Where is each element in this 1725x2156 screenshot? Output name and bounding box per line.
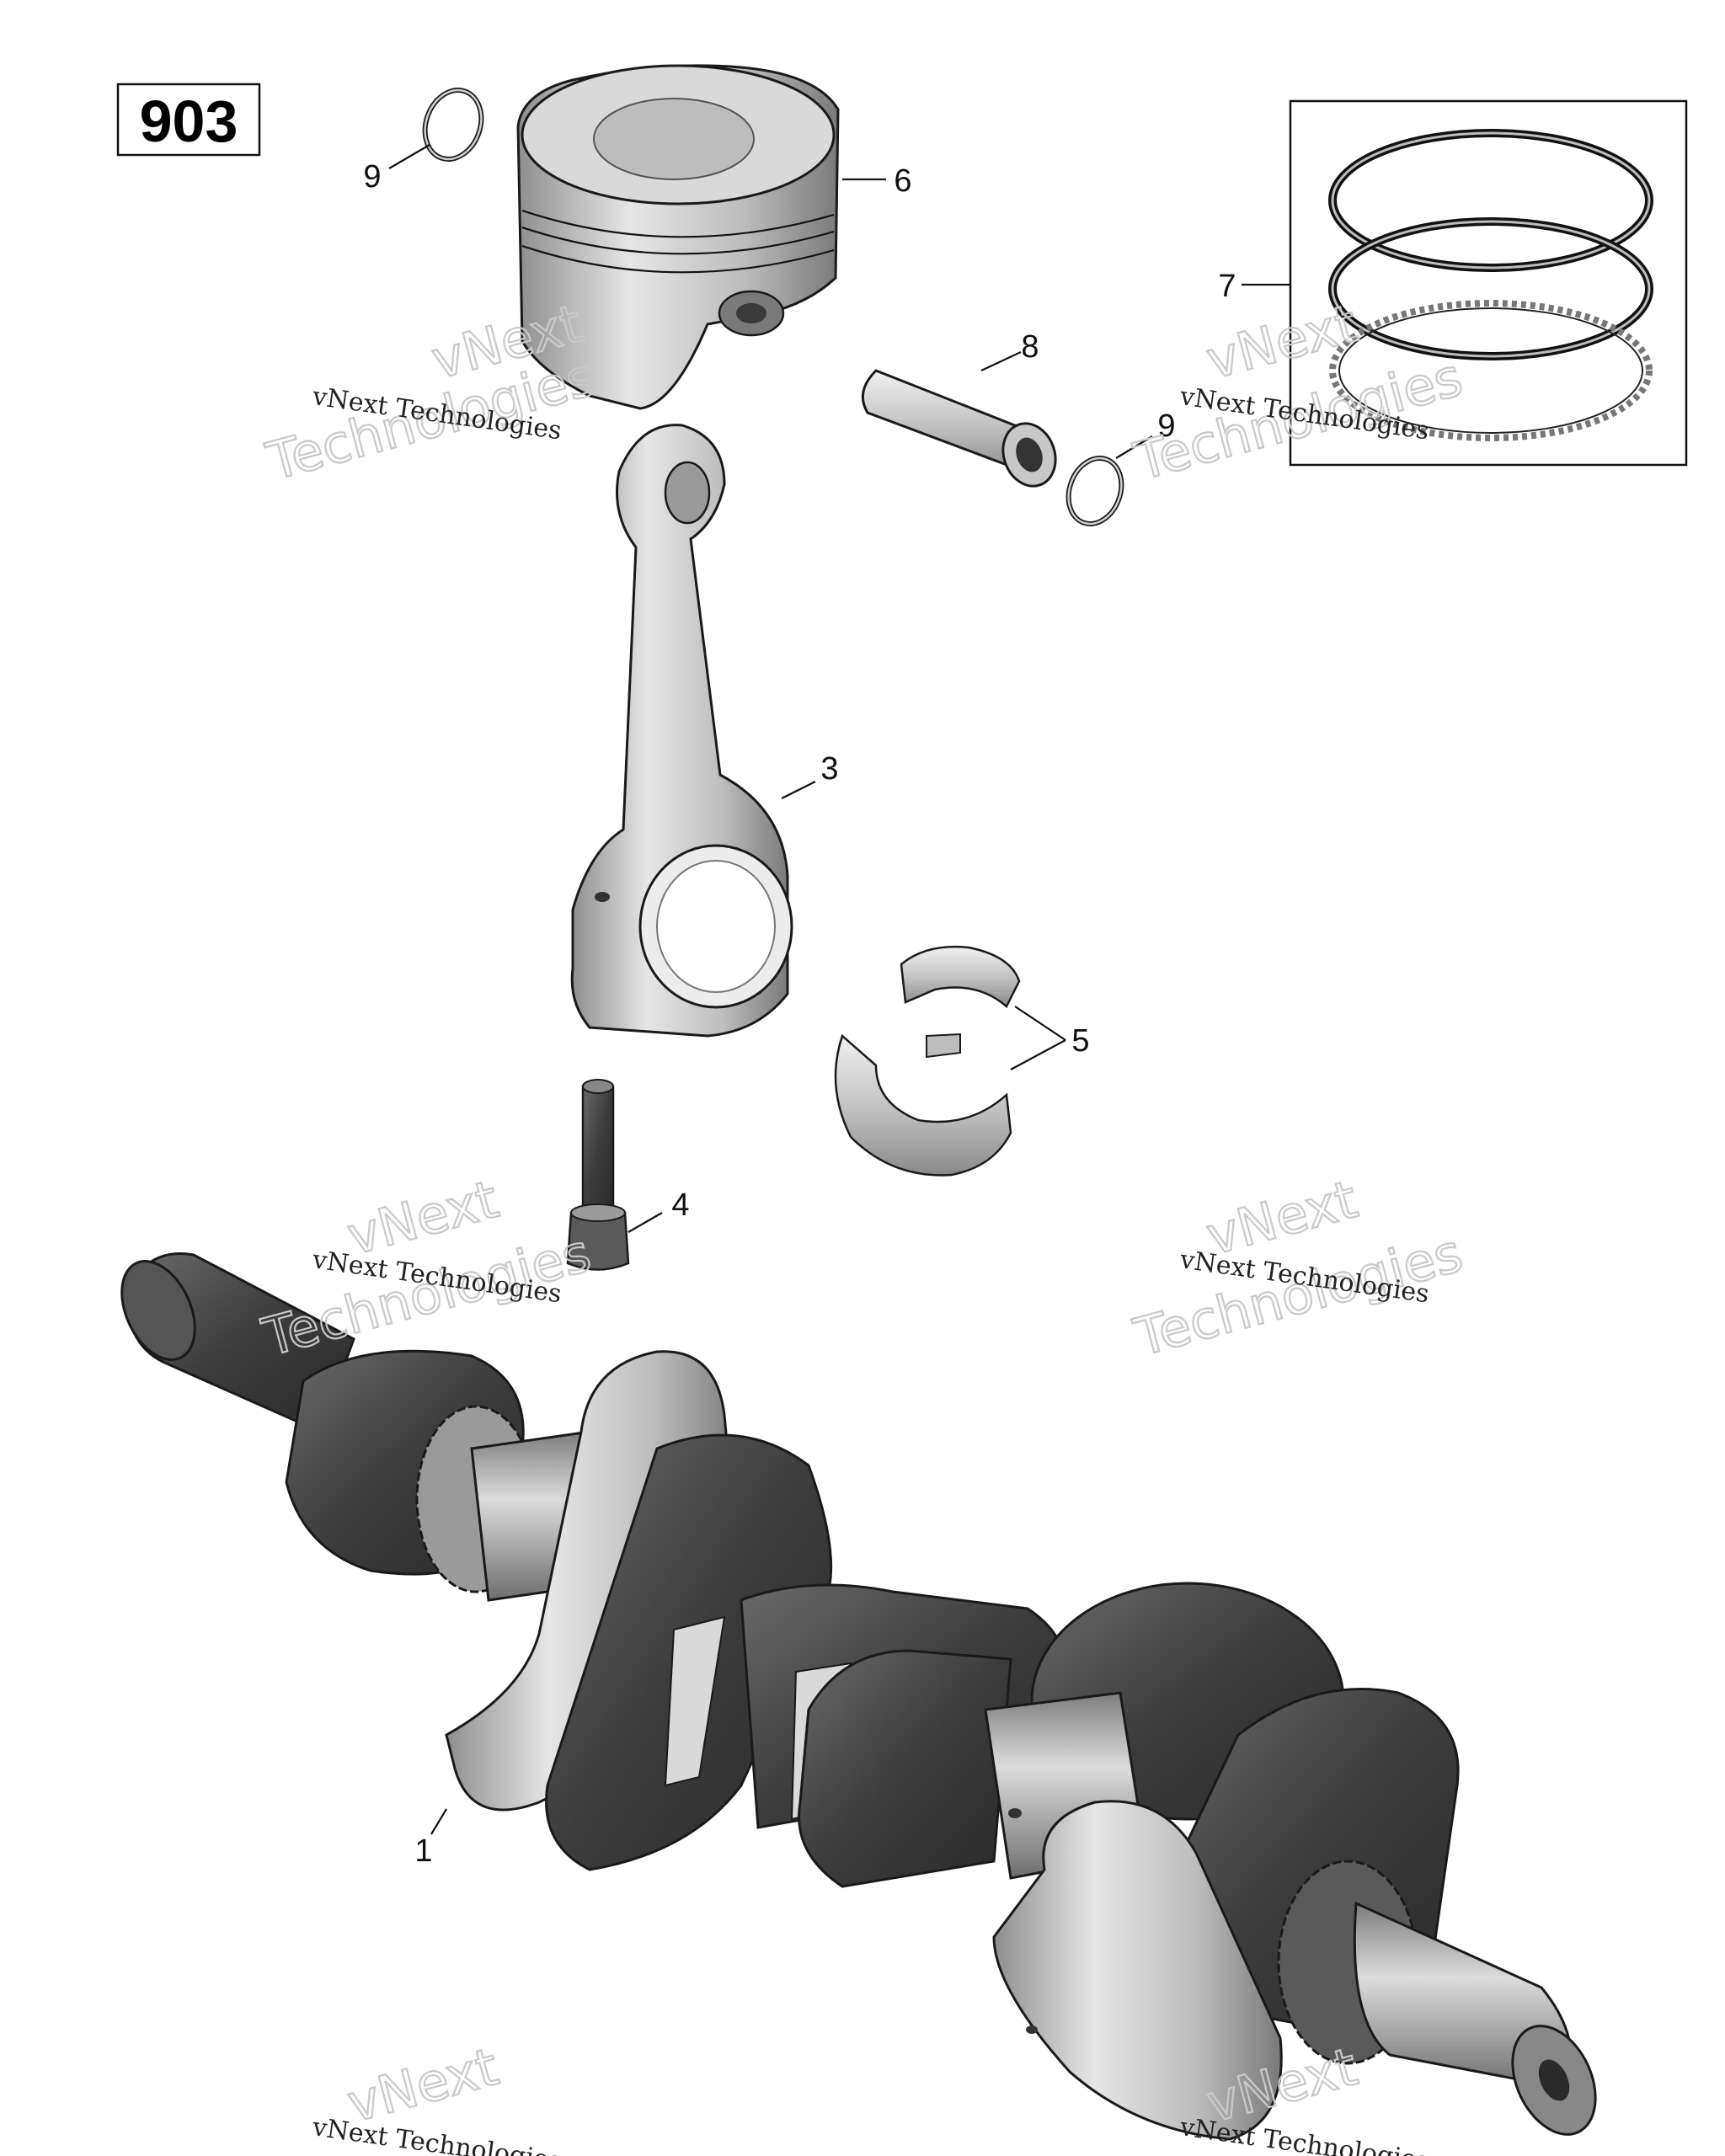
figure-number-box: 903 bbox=[116, 83, 261, 157]
piston bbox=[516, 64, 840, 410]
watermark-bottom-left: vNext vNext Technologies bbox=[310, 2035, 563, 2156]
callout-1: 1 bbox=[414, 1808, 447, 1869]
svg-text:vNext Technologies: vNext Technologies bbox=[1178, 2112, 1431, 2156]
circlip-lower bbox=[1065, 456, 1124, 526]
callouts: 9 6 7 8 9 3 5 4 bbox=[363, 144, 1290, 1869]
callout-label-9-upper: 9 bbox=[363, 159, 381, 195]
callout-9-upper: 9 bbox=[363, 144, 430, 195]
figure-number: 903 bbox=[140, 88, 238, 154]
svg-text:vNext Technologies: vNext Technologies bbox=[310, 2112, 563, 2156]
circlip-upper bbox=[422, 88, 484, 162]
crankshaft bbox=[120, 1252, 1597, 2141]
callout-6: 6 bbox=[842, 163, 912, 199]
callout-label-4: 4 bbox=[671, 1187, 689, 1223]
callout-3: 3 bbox=[781, 751, 839, 799]
callout-label-3: 3 bbox=[820, 751, 838, 787]
watermark-top-right: vNext Technologies vNext Technologies bbox=[1127, 291, 1470, 494]
callout-label-1: 1 bbox=[414, 1833, 432, 1869]
callout-5: 5 bbox=[1010, 1006, 1090, 1070]
callout-label-8: 8 bbox=[1021, 329, 1039, 365]
callout-7: 7 bbox=[1218, 269, 1290, 304]
conrod-bolt bbox=[566, 1079, 630, 1271]
rings-frame bbox=[1289, 99, 1688, 467]
figure-number-frame bbox=[116, 83, 261, 157]
callout-9-lower: 9 bbox=[1115, 408, 1176, 459]
watermark-mid-right: vNext Technologies vNext Technologies bbox=[1127, 1167, 1470, 1369]
callout-4: 4 bbox=[628, 1187, 690, 1233]
callout-label-6: 6 bbox=[894, 163, 911, 199]
piston-pin bbox=[861, 369, 1057, 488]
callout-label-5: 5 bbox=[1071, 1023, 1089, 1059]
callout-label-7: 7 bbox=[1218, 269, 1236, 304]
piston-rings-set bbox=[1289, 99, 1688, 467]
callout-label-9-lower: 9 bbox=[1157, 408, 1175, 444]
watermark-top-left: vNext Technologies vNext Technologies bbox=[259, 291, 602, 494]
conrod-bearings bbox=[834, 945, 1021, 1177]
watermark-mid-left: vNext Technologies vNext Technologies bbox=[255, 1167, 598, 1369]
callout-8: 8 bbox=[980, 329, 1039, 371]
connecting-rod bbox=[570, 424, 793, 1038]
